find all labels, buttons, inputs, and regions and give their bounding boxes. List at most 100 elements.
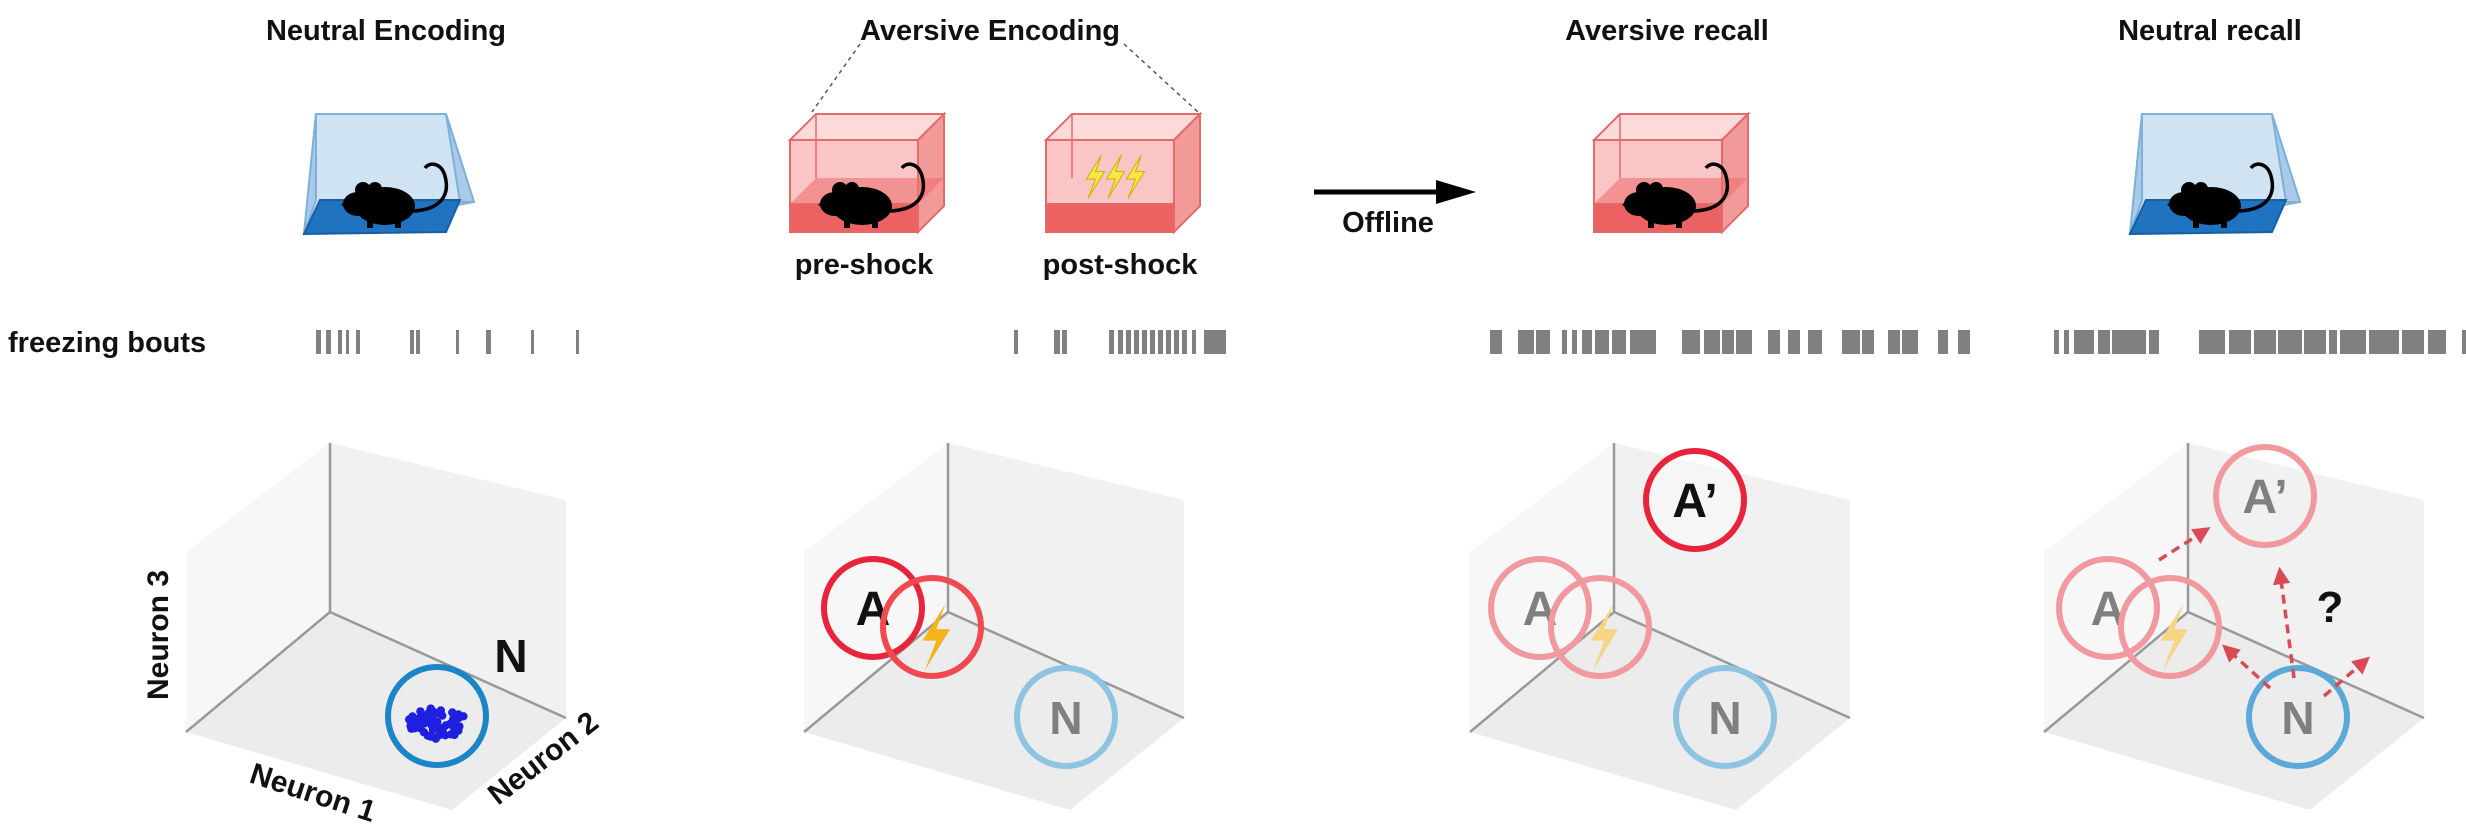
title-aversive-encoding: Aversive Encoding bbox=[860, 15, 1120, 47]
freezing-bout bbox=[1109, 330, 1114, 354]
freezing-bout bbox=[2064, 330, 2069, 354]
cluster-n-label: N bbox=[494, 630, 527, 682]
freezing-bout bbox=[456, 330, 459, 354]
freezing-bout bbox=[2112, 330, 2126, 354]
freezing-bout bbox=[576, 330, 579, 354]
freezing-bout bbox=[2199, 330, 2225, 354]
freezing-bout bbox=[1166, 330, 1171, 354]
freezing-bout bbox=[346, 330, 349, 354]
freezing-bout bbox=[1204, 330, 1226, 354]
freezing-bout bbox=[1174, 330, 1179, 354]
freezing-bout bbox=[356, 330, 360, 354]
cluster-n-circle bbox=[2246, 665, 2350, 769]
freezing-bout bbox=[2278, 330, 2302, 354]
freezing-bout bbox=[1134, 330, 1139, 354]
freezing-bout bbox=[1150, 330, 1155, 354]
activity-point bbox=[428, 707, 438, 716]
freezing-bout bbox=[531, 330, 534, 354]
freezing-bout bbox=[1768, 330, 1780, 354]
activity-point bbox=[416, 707, 425, 716]
shock-cluster-circle bbox=[1548, 575, 1652, 679]
freezing-bout bbox=[1842, 330, 1860, 354]
freezing-bout bbox=[326, 330, 331, 354]
neutral-context-box bbox=[302, 113, 476, 236]
aversive-recall-box bbox=[1591, 111, 1751, 235]
question-mark: ? bbox=[2317, 583, 2344, 632]
freezing-bout bbox=[2229, 330, 2251, 354]
freezing-bout bbox=[416, 330, 420, 354]
shock-cluster-circle bbox=[2118, 575, 2222, 679]
cluster-a-prime-label: A’ bbox=[1672, 475, 1717, 528]
cluster-a-prime-circle bbox=[1643, 448, 1747, 552]
guide-line-left bbox=[811, 43, 861, 113]
neural-activity-points bbox=[405, 704, 468, 743]
freezing-bout bbox=[1158, 330, 1163, 354]
freezing-bouts-aversive-encoding bbox=[1014, 330, 1226, 354]
freezing-bout bbox=[1014, 330, 1018, 354]
activity-point bbox=[405, 715, 414, 724]
freezing-bout bbox=[1612, 330, 1626, 354]
freezing-bout bbox=[1630, 330, 1644, 354]
title-neutral-encoding: Neutral Encoding bbox=[266, 15, 506, 47]
freezing-bout bbox=[1062, 330, 1067, 354]
freezing-bout bbox=[1704, 330, 1720, 354]
freezing-bout bbox=[1562, 330, 1567, 354]
neural-space-aversive-encoding: A N bbox=[803, 443, 1185, 810]
freezing-bout bbox=[1808, 330, 1822, 354]
cluster-a-circle bbox=[2056, 556, 2160, 660]
post-shock-box bbox=[1043, 111, 1203, 235]
cluster-n-label: N bbox=[1049, 692, 1082, 744]
activity-point bbox=[436, 706, 445, 715]
freezing-bouts-label: freezing bouts bbox=[8, 327, 206, 359]
freezing-bout bbox=[2340, 330, 2366, 354]
freezing-bout bbox=[1192, 330, 1196, 354]
freezing-bouts-aversive-recall bbox=[1490, 330, 1970, 354]
freezing-bout bbox=[2329, 330, 2337, 354]
freezing-bout bbox=[2054, 330, 2059, 354]
freezing-bout bbox=[2369, 330, 2399, 354]
axis-label-neuron-3: Neuron 3 bbox=[142, 570, 175, 700]
freezing-bout bbox=[1722, 330, 1734, 354]
freezing-bout bbox=[1902, 330, 1918, 354]
offline-arrow bbox=[1314, 180, 1476, 204]
freezing-bout bbox=[1572, 330, 1577, 354]
cluster-a-prime-circle bbox=[2213, 444, 2317, 548]
pre-shock-label: pre-shock bbox=[795, 249, 934, 281]
freezing-bout bbox=[2428, 330, 2446, 354]
freezing-bout bbox=[2074, 330, 2094, 354]
freezing-bout bbox=[1054, 330, 1060, 354]
freezing-bout bbox=[1736, 330, 1752, 354]
freezing-bout bbox=[1642, 330, 1656, 354]
activity-point bbox=[416, 714, 425, 723]
cluster-n-circle bbox=[385, 664, 489, 768]
cluster-n-circle bbox=[1014, 665, 1118, 769]
activity-point bbox=[426, 731, 436, 740]
freezing-bouts-neutral-recall bbox=[2054, 330, 2466, 354]
freezing-bout bbox=[410, 330, 414, 354]
freezing-bout bbox=[2462, 330, 2466, 354]
drift-arrows bbox=[2158, 527, 2370, 698]
freezing-bout bbox=[1682, 330, 1700, 354]
freezing-bout bbox=[1518, 330, 1534, 354]
freezing-bout bbox=[338, 330, 342, 354]
neural-space-neutral-encoding: Neuron 3 Neuron 1 Neuron 2 N bbox=[142, 443, 605, 829]
neural-space-aversive-recall: A’ A N bbox=[1469, 443, 1851, 810]
neutral-recall-box bbox=[2128, 113, 2302, 236]
freezing-bout bbox=[1788, 330, 1800, 354]
title-neutral-recall: Neutral recall bbox=[2118, 15, 2302, 47]
freezing-bout bbox=[2098, 330, 2110, 354]
freezing-bout bbox=[2149, 330, 2159, 354]
freezing-bout bbox=[1536, 330, 1550, 354]
cluster-a-prime-label: A’ bbox=[2242, 471, 2287, 524]
pre-shock-box bbox=[787, 111, 947, 235]
cluster-a-circle bbox=[821, 556, 925, 660]
activity-point bbox=[450, 730, 459, 740]
activity-point bbox=[441, 731, 450, 740]
post-shock-label: post-shock bbox=[1043, 249, 1199, 281]
shock-cluster-circle bbox=[880, 575, 984, 679]
freezing-bout bbox=[1126, 330, 1131, 354]
freezing-bout bbox=[1958, 330, 1970, 354]
activity-point bbox=[454, 713, 463, 723]
freezing-bout bbox=[2126, 330, 2146, 354]
